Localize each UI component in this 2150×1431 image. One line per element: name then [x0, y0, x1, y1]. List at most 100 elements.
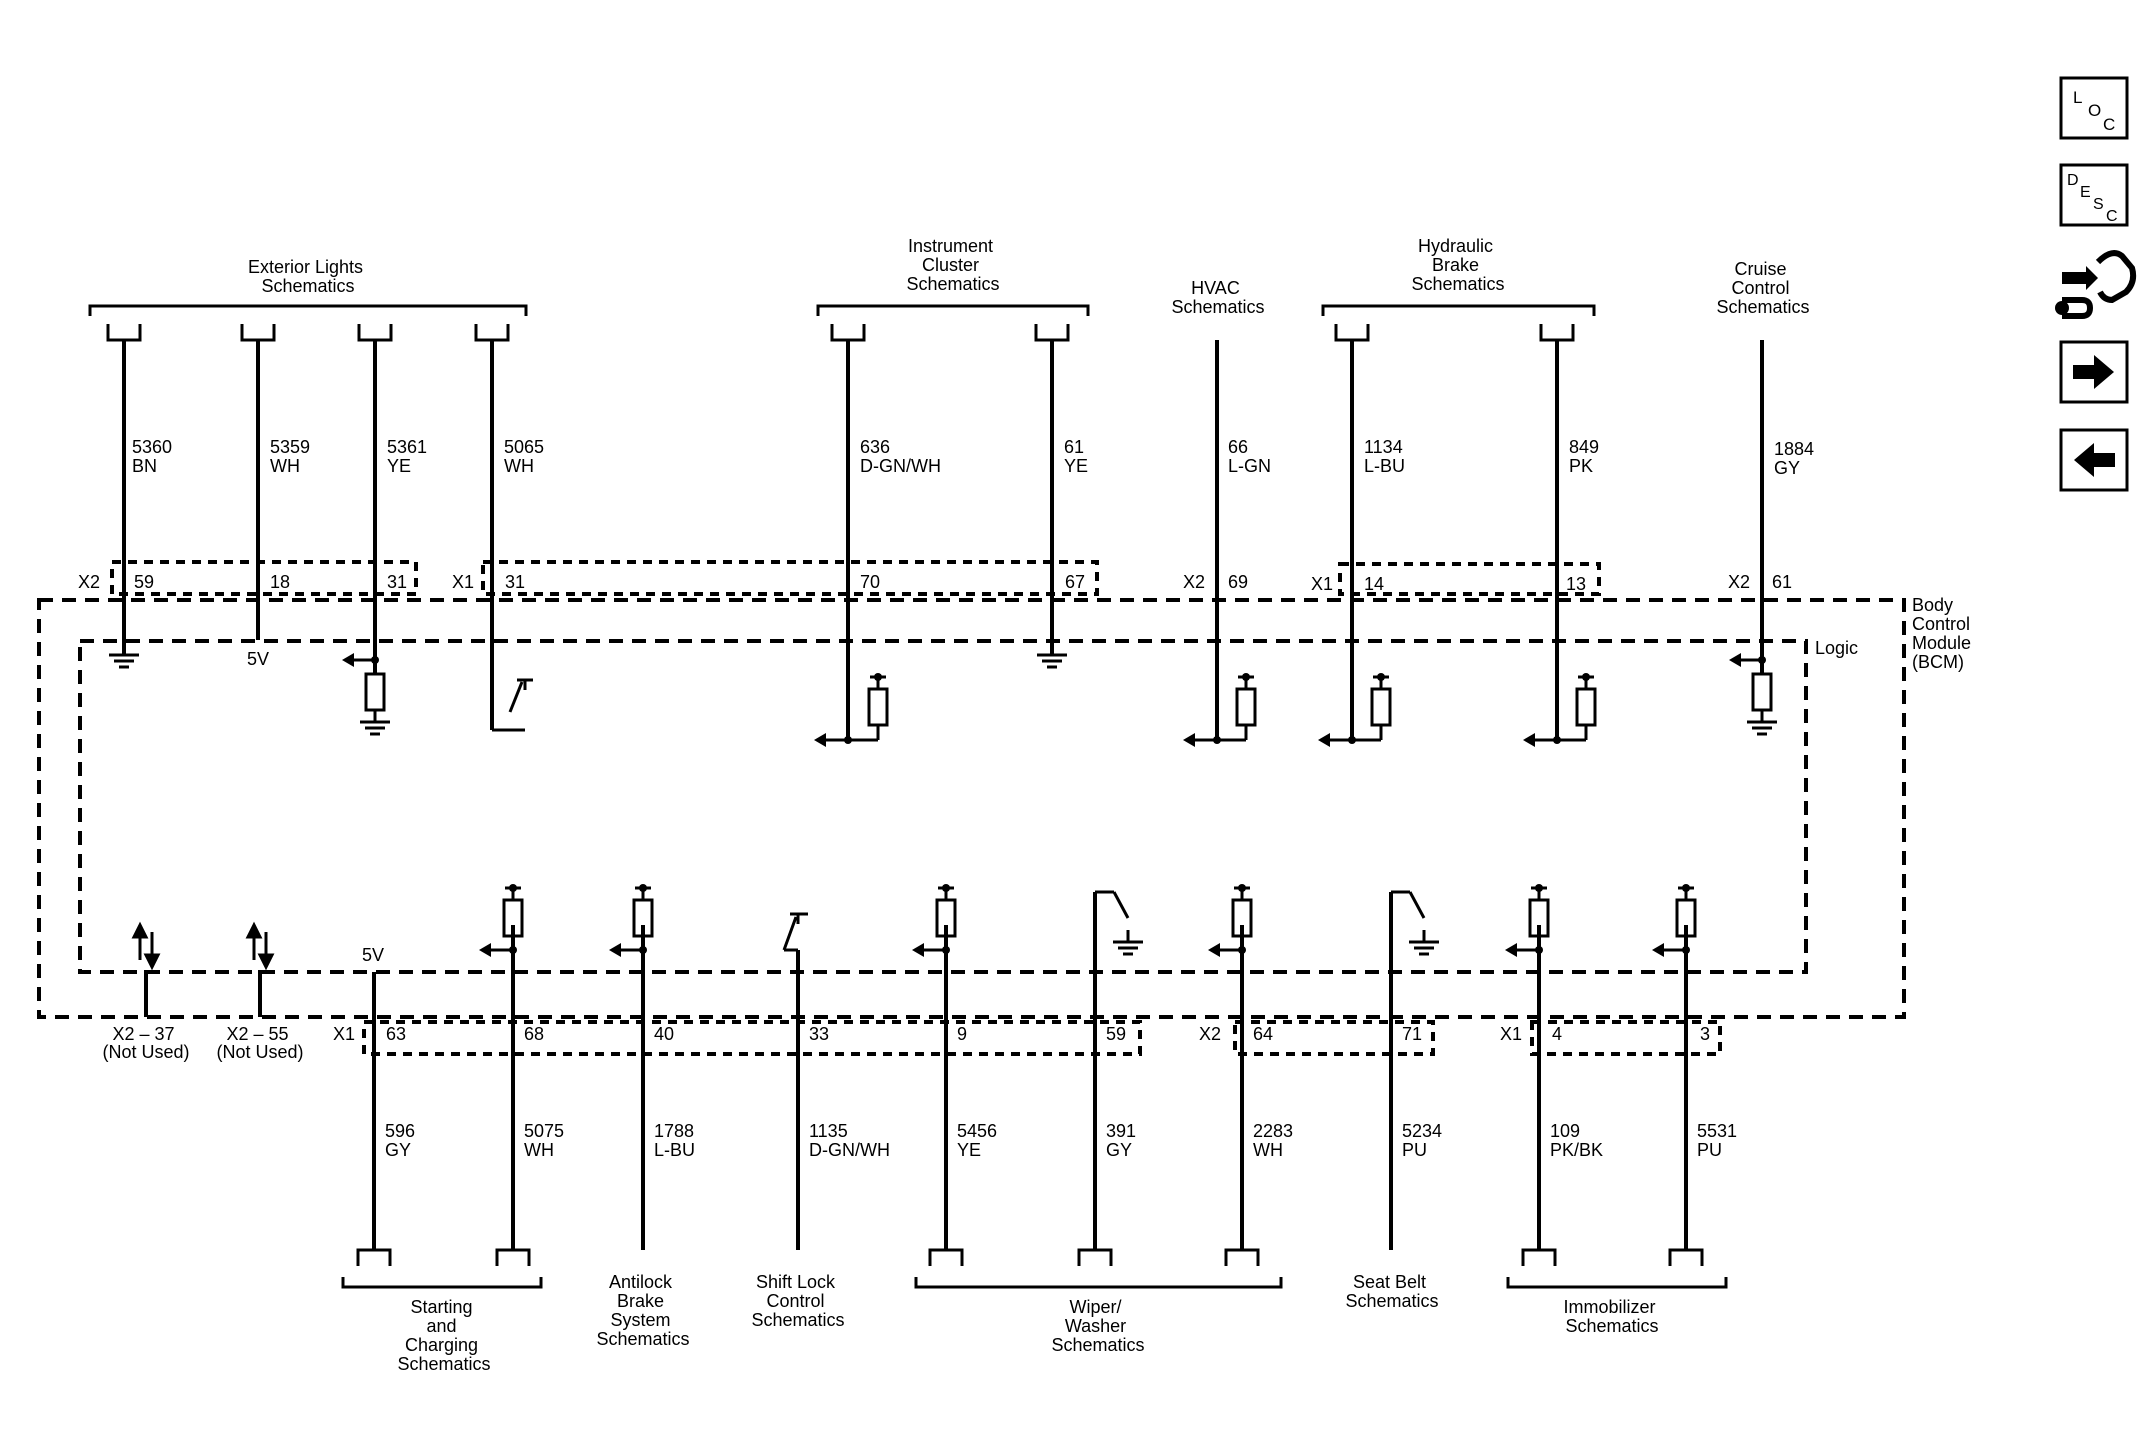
conn-top-x2-e: X2: [1728, 572, 1750, 592]
pullup-source-64: [1238, 884, 1246, 892]
conn-bottom-x1-c: X1: [1500, 1024, 1522, 1044]
junction-61: [1758, 656, 1766, 664]
left-arrow-icon: [2074, 443, 2115, 477]
not-used-x2-37: X2 – 37 (Not Used): [102, 1024, 189, 1062]
switch-33: [782, 912, 808, 952]
wire-label-1884: 1884 GY: [1774, 439, 1819, 478]
desc-letter-s: S: [2093, 196, 2104, 213]
logic-label: Logic: [1815, 638, 1858, 658]
wire-label-5065: 5065 WH: [504, 437, 549, 476]
terminal-596: [356, 1248, 392, 1266]
conn-top-x1-d: X1: [1311, 574, 1333, 594]
brace-exterior-lights: [88, 304, 528, 316]
pullup-source-40: [639, 884, 647, 892]
wire-label-5075: 5075 WH: [524, 1121, 569, 1160]
group-hvac: HVAC Schematics: [1171, 278, 1264, 317]
brace-instrument-cluster: [816, 304, 1090, 316]
wire-label-1134: 1134 L-BU: [1364, 437, 1408, 476]
loc-letter-c: C: [2103, 115, 2115, 134]
group-hydraulic-brake: Hydraulic Brake Schematics: [1411, 236, 1504, 294]
pullup-source-69: [1242, 673, 1250, 681]
wire-label-391: 391 GY: [1106, 1121, 1141, 1160]
switch-to-ground-59: [1095, 890, 1143, 956]
terminal-5065: [474, 324, 510, 342]
junction-4: [1535, 946, 1543, 954]
voltage-5v-top: 5V: [247, 649, 269, 669]
junction-9: [942, 946, 950, 954]
junction-31-x2: [371, 656, 379, 664]
logic-outline: [78, 639, 1808, 974]
group-seat-belt: Seat Belt Schematics: [1345, 1272, 1438, 1311]
wire-label-1788: 1788 L-BU: [654, 1121, 699, 1160]
connector-box-x2-top-a: [110, 560, 418, 596]
pullup-source-14: [1377, 673, 1385, 681]
conn-top-x2-c: X2: [1183, 572, 1205, 592]
terminal-5075: [495, 1248, 531, 1266]
arrow-64: [1208, 943, 1220, 957]
switch-to-ground-71: [1391, 890, 1439, 956]
arrow-31-x2: [342, 653, 354, 667]
desc-letter-d: D: [2067, 172, 2079, 189]
junction-3: [1682, 946, 1690, 954]
conn-bottom-x1-a: X1: [333, 1024, 355, 1044]
pullup-resistor-69: [1191, 675, 1257, 742]
wire-label-5359: 5359 WH: [270, 437, 315, 476]
pulldown-resistor-31-x2: [350, 658, 390, 736]
bidirectional-arrow-x2-37: [131, 921, 161, 971]
loc-letter-o: O: [2088, 101, 2101, 120]
pullup-resistor-40: [617, 886, 654, 952]
arrow-3: [1652, 943, 1664, 957]
connector-box-x1-bottom-a: [362, 1020, 1142, 1056]
terminal-5359: [240, 324, 276, 342]
desc-button[interactable]: D E S C: [2059, 163, 2129, 227]
pin-59-bottom: 59: [1106, 1024, 1126, 1044]
group-cruise-control: Cruise Control Schematics: [1716, 259, 1809, 317]
back-button[interactable]: [2059, 428, 2129, 492]
pin-31-top-b: 31: [505, 572, 525, 592]
pin-64-bottom: 64: [1253, 1024, 1273, 1044]
terminal-5360: [106, 324, 142, 342]
group-instrument-cluster: Instrument Cluster Schematics: [906, 236, 999, 294]
arrow-68: [479, 943, 491, 957]
pin-63-bottom: 63: [386, 1024, 406, 1044]
conn-bottom-x2-b: X2: [1199, 1024, 1221, 1044]
terminal-61: [1034, 324, 1070, 342]
connector-view-button[interactable]: [2055, 250, 2137, 319]
wire-label-66: 66 L-GN: [1228, 437, 1271, 476]
bcm-outline: [37, 598, 1906, 1019]
terminal-391: [1077, 1248, 1113, 1266]
loc-letter-l: L: [2073, 88, 2082, 107]
switch-31-x1: [492, 678, 533, 732]
group-exterior-lights: Exterior Lights Schematics: [248, 257, 368, 296]
terminal-5361: [357, 324, 393, 342]
group-shift-lock: Shift Lock Control Schematics: [751, 1272, 844, 1330]
loc-button[interactable]: L O C: [2059, 76, 2129, 140]
pullup-resistor-13: [1531, 675, 1597, 742]
pin-13-top: 13: [1566, 574, 1586, 594]
junction-64: [1238, 946, 1246, 954]
arrow-13: [1523, 733, 1535, 747]
pullup-resistor-9: [920, 886, 957, 952]
pullup-source-70: [874, 673, 882, 681]
pullup-resistor-68: [487, 886, 524, 952]
pin-3-bottom: 3: [1700, 1024, 1710, 1044]
pin-40-bottom: 40: [654, 1024, 674, 1044]
wire-label-5360: 5360 BN: [132, 437, 177, 476]
wire-label-5456: 5456 YE: [957, 1121, 1002, 1160]
pin-69-top: 69: [1228, 572, 1248, 592]
arrow-14: [1318, 733, 1330, 747]
connector-wrench-icon: [2055, 250, 2137, 319]
junction-14: [1348, 736, 1356, 744]
wire-label-636: 636 D-GN/WH: [860, 437, 941, 476]
forward-button[interactable]: [2059, 340, 2129, 404]
connector-box-x1-bottom-c: [1530, 1020, 1722, 1056]
pullup-resistor-4: [1513, 886, 1550, 952]
wire-label-5531: 5531 PU: [1697, 1121, 1742, 1160]
right-arrow-icon: [2073, 355, 2114, 389]
pin-14-top: 14: [1364, 574, 1384, 594]
pin-4-bottom: 4: [1552, 1024, 1562, 1044]
group-starting-charging: Starting and Charging Schematics: [397, 1297, 490, 1374]
terminal-5456: [928, 1248, 964, 1266]
pullup-source-4: [1535, 884, 1543, 892]
